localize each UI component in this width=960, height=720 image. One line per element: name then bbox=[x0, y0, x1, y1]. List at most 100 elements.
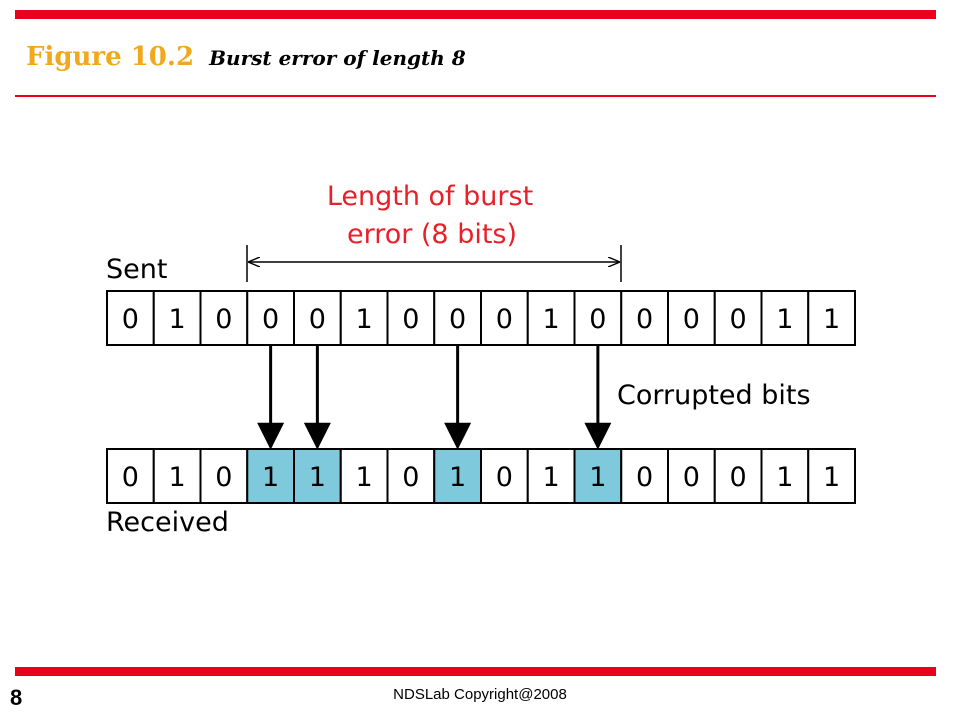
received-bit-cell: 0 bbox=[667, 448, 716, 504]
received-bit-value: 0 bbox=[215, 462, 232, 493]
sent-bit-value: 1 bbox=[823, 304, 840, 335]
sent-bit-cell: 0 bbox=[573, 290, 623, 346]
title-underline bbox=[15, 95, 936, 97]
received-bit-value: 0 bbox=[683, 462, 700, 493]
received-bit-box bbox=[106, 448, 155, 504]
top-red-bar bbox=[15, 10, 936, 19]
sent-bit-value: 1 bbox=[776, 304, 793, 335]
received-bit-box bbox=[620, 448, 669, 504]
sent-bit-value: 0 bbox=[449, 304, 466, 335]
sent-bit-cell: 1 bbox=[807, 290, 856, 346]
sent-bit-cell: 1 bbox=[339, 290, 389, 346]
received-bit-cell: 0 bbox=[480, 448, 529, 504]
sent-bit-cell: 0 bbox=[620, 290, 669, 346]
received-bit-box bbox=[199, 448, 249, 504]
received-bit-value: 1 bbox=[356, 462, 373, 493]
sent-bit-cell: 0 bbox=[386, 290, 436, 346]
received-bit-value: 0 bbox=[122, 462, 139, 493]
sent-bit-value: 0 bbox=[402, 304, 419, 335]
received-bit-box bbox=[807, 448, 856, 504]
received-bit-cell: 1 bbox=[760, 448, 810, 504]
sent-bit-cell: 0 bbox=[433, 290, 482, 346]
received-bit-box bbox=[433, 448, 482, 504]
received-bit-value: 0 bbox=[496, 462, 513, 493]
sent-bit-cell: 0 bbox=[293, 290, 342, 346]
received-bit-value: 1 bbox=[309, 462, 326, 493]
sent-bit-box bbox=[713, 290, 763, 346]
page-number: 8 bbox=[10, 685, 23, 710]
sent-bit-cell: 0 bbox=[106, 290, 155, 346]
received-bit-box bbox=[152, 448, 202, 504]
sent-bit-box bbox=[106, 290, 155, 346]
received-bit-cell: 0 bbox=[106, 448, 155, 504]
sent-bit-value: 0 bbox=[496, 304, 513, 335]
corruption-arrows bbox=[257, 345, 612, 450]
sent-bit-value: 0 bbox=[636, 304, 653, 335]
sent-bit-value: 0 bbox=[262, 304, 279, 335]
copyright-notice: NDSLab Copyright@2008 bbox=[393, 686, 567, 703]
received-bit-value: 1 bbox=[776, 462, 793, 493]
sent-bit-cell: 0 bbox=[667, 290, 716, 346]
received-bit-box bbox=[293, 448, 342, 504]
received-bit-value: 1 bbox=[823, 462, 840, 493]
sent-bit-box bbox=[620, 290, 669, 346]
sent-bit-box bbox=[386, 290, 436, 346]
sent-bit-value: 0 bbox=[589, 304, 606, 335]
received-bit-cell: 0 bbox=[199, 448, 249, 504]
sent-bit-box bbox=[807, 290, 856, 346]
sent-bit-value: 0 bbox=[215, 304, 232, 335]
figure-caption: Burst error of length 8 bbox=[209, 46, 466, 70]
sent-bit-value: 0 bbox=[730, 304, 747, 335]
corrupted-label: Corrupted bits bbox=[617, 380, 811, 411]
received-bit-value: 1 bbox=[543, 462, 560, 493]
bottom-red-bar bbox=[15, 667, 936, 676]
received-bit-cell: 1 bbox=[807, 448, 856, 504]
sent-bit-cell: 0 bbox=[480, 290, 529, 346]
sent-bit-cell: 0 bbox=[713, 290, 763, 346]
received-bit-value: 0 bbox=[730, 462, 747, 493]
received-bit-value: 1 bbox=[169, 462, 186, 493]
received-bit-value: 1 bbox=[449, 462, 466, 493]
received-bit-box bbox=[713, 448, 763, 504]
sent-bit-value: 0 bbox=[683, 304, 700, 335]
received-bit-cell: 1 bbox=[339, 448, 389, 504]
received-bit-value: 0 bbox=[402, 462, 419, 493]
burst-label-line1: Length of burst bbox=[327, 181, 533, 212]
received-bit-cell: 1 bbox=[152, 448, 202, 504]
figure-number: Figure 10.2 bbox=[26, 42, 195, 72]
received-bit-value: 1 bbox=[589, 462, 606, 493]
sent-bit-value: 1 bbox=[356, 304, 373, 335]
sent-label: Sent bbox=[106, 254, 167, 285]
received-bit-cell: 0 bbox=[386, 448, 436, 504]
received-bit-value: 0 bbox=[636, 462, 653, 493]
received-bit-cell: 1 bbox=[573, 448, 623, 504]
received-bit-cell: 1 bbox=[293, 448, 342, 504]
slide-title: Figure 10.2 Burst error of length 8 bbox=[26, 42, 466, 72]
received-bit-cell: 0 bbox=[713, 448, 763, 504]
sent-bit-box bbox=[480, 290, 529, 346]
sent-bit-value: 0 bbox=[122, 304, 139, 335]
sent-bit-cell: 1 bbox=[152, 290, 202, 346]
received-bit-cell: 1 bbox=[526, 448, 576, 504]
sent-bit-cell: 0 bbox=[246, 290, 295, 346]
sent-bit-cell: 1 bbox=[526, 290, 576, 346]
sent-bit-value: 1 bbox=[543, 304, 560, 335]
received-bit-cell: 1 bbox=[246, 448, 295, 504]
sent-bit-box bbox=[667, 290, 716, 346]
received-bit-box bbox=[573, 448, 623, 504]
sent-bit-box bbox=[433, 290, 482, 346]
sent-bit-cell: 0 bbox=[199, 290, 249, 346]
received-bit-box bbox=[526, 448, 576, 504]
received-bit-value: 1 bbox=[262, 462, 279, 493]
sent-bit-cell: 1 bbox=[760, 290, 810, 346]
received-label: Received bbox=[106, 507, 229, 538]
sent-bit-box bbox=[760, 290, 810, 346]
received-bit-cell: 0 bbox=[620, 448, 669, 504]
sent-bit-value: 1 bbox=[169, 304, 186, 335]
received-bit-cell: 1 bbox=[433, 448, 482, 504]
sent-bit-value: 0 bbox=[309, 304, 326, 335]
burst-label-line2: error (8 bits) bbox=[347, 219, 517, 250]
